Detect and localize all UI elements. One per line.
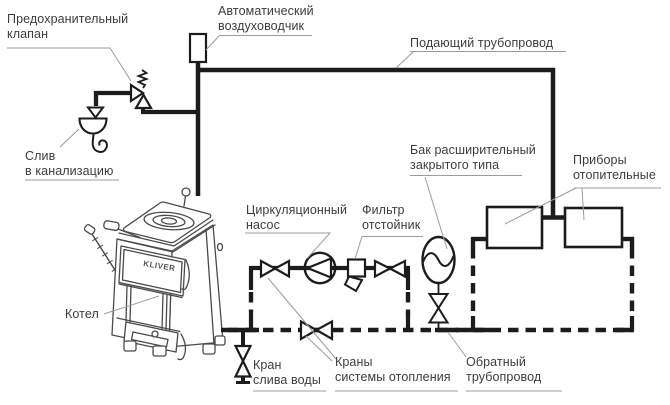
stove-ring-inner: [160, 217, 178, 225]
label-return-pipe: Обратный трубопровод: [466, 355, 542, 384]
funnel-bowl: [78, 117, 108, 135]
circulation-pump-symbol: [303, 251, 337, 285]
label-boiler: Котел: [65, 307, 99, 321]
leader-lines: [7, 35, 661, 392]
return-line-valve: [299, 319, 334, 341]
funnel-arrow: [86, 106, 105, 120]
expansion-tank-symbol: [421, 235, 456, 285]
radiator-right: [563, 206, 624, 249]
label-air-vent: Автоматический воздуховодчик: [218, 4, 314, 33]
label-radiators: Приборы отопительные: [573, 153, 656, 182]
boiler-lever-knob: [103, 220, 120, 231]
filter-symbol: [343, 258, 367, 293]
shutoff-valve-left: [259, 259, 291, 279]
label-supply-pipe: Подающий трубопровод: [410, 36, 554, 50]
funnel-siphon: [91, 133, 108, 153]
boiler-lower-door: [123, 321, 179, 353]
label-system-valves: Краны системы отопления: [335, 355, 451, 384]
boiler-illustration: KLIVER: [83, 187, 226, 361]
label-drain-sewer: Слив в канализацию: [25, 149, 114, 178]
safety-valve-symbol: [129, 82, 145, 104]
label-filter: Фильтр отстойник: [362, 203, 421, 232]
air-vent-symbol: [188, 32, 208, 64]
radiator-left: [485, 205, 544, 250]
drain-valve-symbol: [233, 344, 253, 378]
label-expansion-tank: Бак расширительный закрытого типа: [410, 143, 536, 172]
label-pump: Циркуляционный насос: [246, 203, 348, 232]
safety-valve-spring: [135, 69, 150, 89]
supply-pipeline: [196, 67, 556, 218]
stove-ring-middle: [152, 214, 186, 228]
tank-valve-symbol: [427, 293, 450, 324]
stove-ring-outer: [143, 211, 195, 231]
shutoff-valve-right: [373, 259, 407, 279]
label-drain-valve: Кран слива воды: [253, 358, 321, 387]
poker-handle: [83, 224, 96, 235]
label-safety-valve: Предохранительный клапан: [7, 12, 129, 41]
return-pipeline: [221, 248, 635, 333]
damper-knob: [181, 187, 191, 197]
